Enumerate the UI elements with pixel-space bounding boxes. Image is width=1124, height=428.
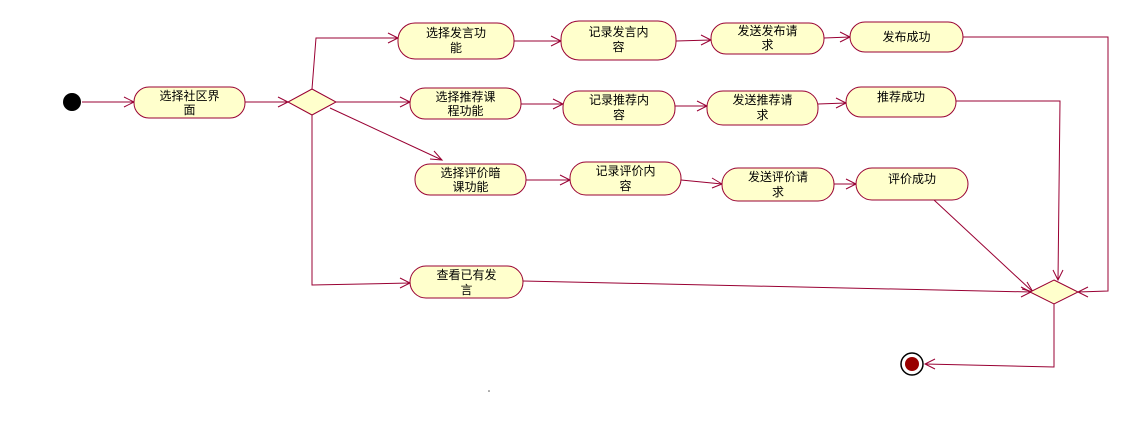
activity-record-evaluate: 记录评价内 容: [569, 161, 682, 196]
activity-select-post: 选择发言功 能: [397, 22, 515, 60]
edge-rec-send-to-success: [817, 102, 847, 105]
stray-dot: [488, 390, 490, 392]
node-label-line: 容: [612, 39, 624, 54]
activity-select-recommend: 选择推荐课 程功能: [409, 87, 522, 120]
edges: [82, 36, 1109, 368]
edge-view-to-merge: [522, 280, 1032, 293]
arrowhead: [1052, 269, 1064, 282]
activity-send-evaluate: 发送评价请 求: [721, 167, 835, 202]
edge-post-record-to-send: [675, 39, 712, 42]
activity-record-post: 记录发言内 容: [560, 20, 677, 61]
node-label-line: 言: [460, 283, 472, 297]
node-label-line: 能: [450, 41, 462, 55]
merge-decision: [1028, 279, 1080, 305]
edge-fork-to-eval-select: [329, 107, 443, 161]
node-label-line: 选择社区界: [159, 88, 219, 103]
node-label-line: 发送发布请: [737, 23, 797, 38]
initial-node: [63, 93, 81, 111]
node-label-line: 记录评价内: [595, 164, 655, 178]
edge-merge-to-end: [924, 304, 1055, 368]
node-label-line: 面: [183, 103, 195, 117]
activity-send-post: 发送发布请 求: [710, 22, 825, 55]
node-label-line: 求: [761, 38, 773, 52]
node-label-line: 课功能: [452, 180, 488, 194]
node-label-line: 发送评价请: [748, 169, 808, 184]
node-label-line: 记录发言内: [588, 24, 648, 39]
activity-send-recommend: 发送推荐请 求: [706, 90, 819, 126]
node-label-line: 查看已有发: [436, 267, 496, 282]
node-label-line: 选择发言功: [426, 25, 486, 40]
edge-post-send-to-success: [823, 36, 851, 39]
node-label-line: 容: [619, 178, 631, 193]
activity-record-recommend: 记录推荐内 容: [562, 90, 676, 126]
edge-fork-to-post-select: [311, 37, 398, 90]
edge-eval-record-to-send: [680, 179, 723, 185]
fork-decision: [286, 88, 338, 116]
node-label-line: 发布成功: [882, 29, 930, 44]
activity-select-community: 选择社区界 面: [133, 86, 246, 119]
node-label-line: 求: [772, 185, 784, 199]
node-label-line: 选择推荐课: [435, 90, 495, 104]
node-label-line: 发送推荐请: [732, 92, 792, 107]
node-label-line: 评价成功: [888, 172, 936, 186]
arrowhead: [429, 150, 444, 161]
edge-fork-to-view: [311, 115, 411, 286]
activity-recommend-success: 推荐成功: [845, 86, 957, 118]
activity-post-success: 发布成功: [849, 21, 964, 53]
activity-view-posts: 查看已有发 言: [409, 265, 524, 299]
activity-select-evaluate: 选择评价暗 课功能: [414, 163, 527, 196]
node-label-line: 推荐成功: [877, 90, 925, 104]
edge-eval-success-to-merge: [933, 199, 1034, 293]
node-label-line: 程功能: [447, 103, 483, 118]
edge-post-success-to-merge: [963, 36, 1109, 293]
node-label-line: 记录推荐内: [589, 93, 649, 107]
activity-evaluate-success: 评价成功: [855, 167, 969, 201]
edge-rec-success-to-merge: [956, 100, 1061, 281]
node-label-line: 容: [613, 107, 625, 122]
final-node: [900, 352, 924, 376]
node-label-line: 选择评价暗: [440, 165, 500, 180]
node-label-line: 求: [756, 108, 768, 122]
arrowhead: [923, 358, 936, 370]
